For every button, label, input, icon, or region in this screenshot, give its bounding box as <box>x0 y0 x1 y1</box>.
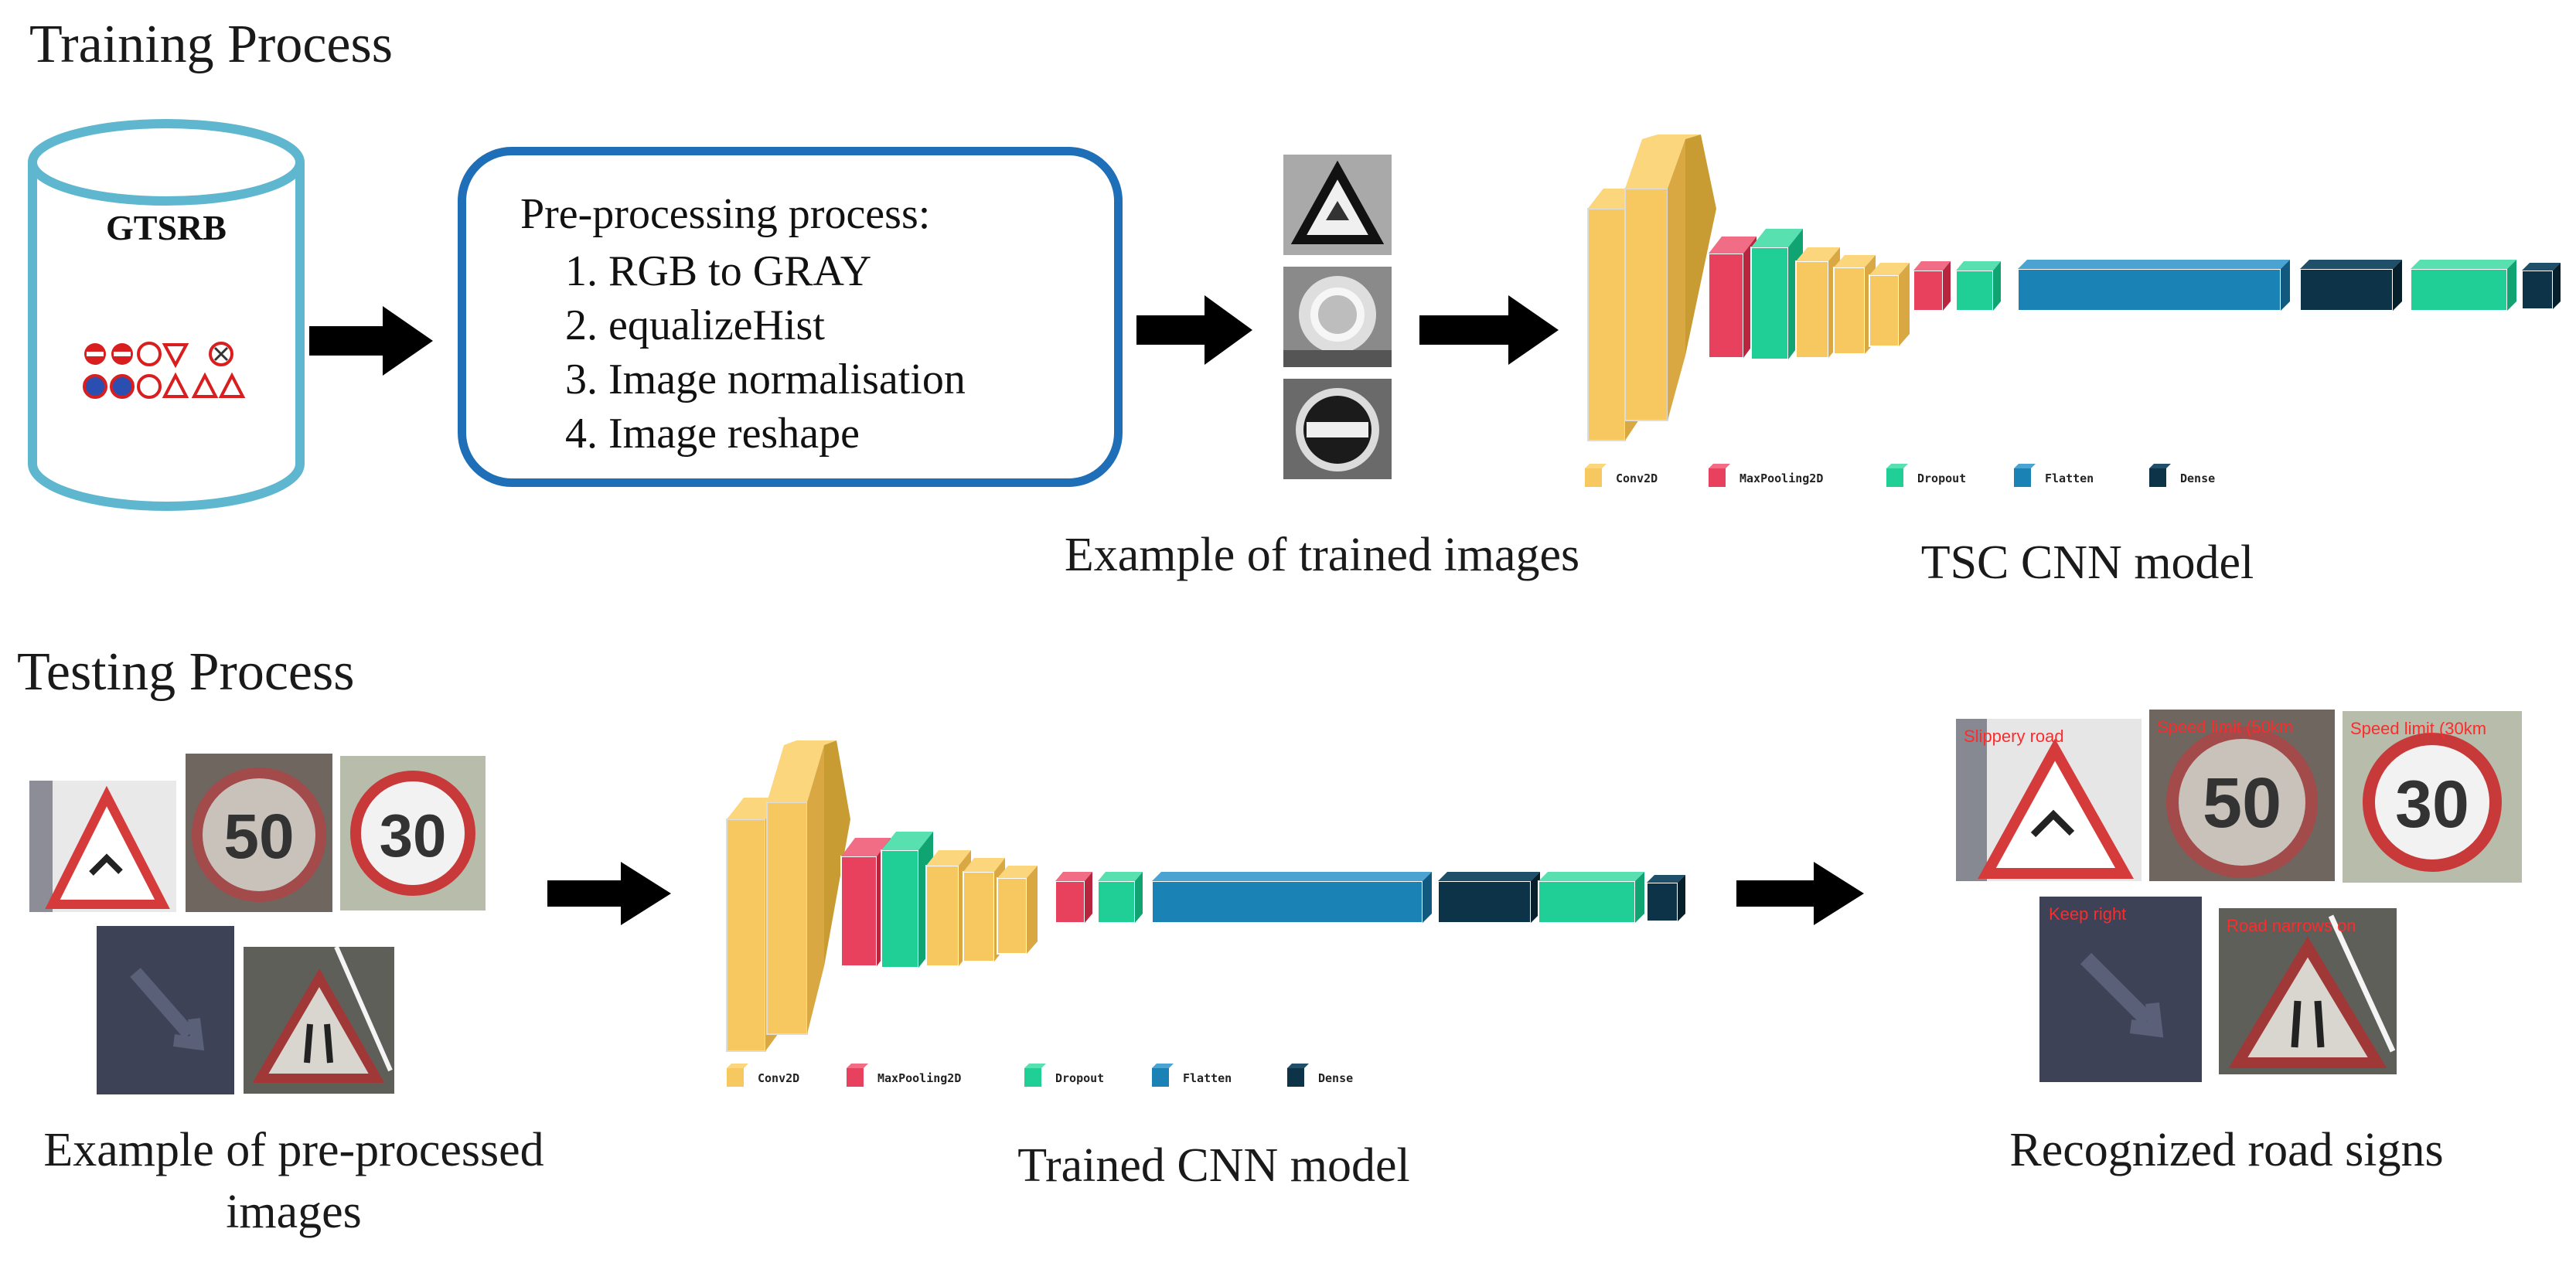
preprocessed-image-keep-right <box>97 926 234 1094</box>
right-arrow-icon <box>547 862 671 925</box>
preprocessed-images-caption: Example of pre-processed images <box>0 1121 588 1241</box>
preprocessing-box: Pre-processing process: 1. RGB to GRAY 2… <box>458 147 1123 487</box>
recognized-sign-road-narrows: Road narrows on <box>2219 908 2397 1074</box>
maxpooling-block <box>1055 872 1092 924</box>
svg-text:50: 50 <box>2203 764 2281 842</box>
preprocessed-image-slippery <box>29 781 176 912</box>
recognized-sign-slippery: Slippery road <box>1956 719 2142 881</box>
svg-text:Dense: Dense <box>1318 1071 1353 1085</box>
recognized-sign-speed-50: 50 Speed limit (50km <box>2149 710 2335 881</box>
preprocessed-image-speed-30: 30 <box>340 756 486 911</box>
cnn-architecture-icon: Conv2D MaxPooling2D Dropout Flatten Dens… <box>1585 134 2561 487</box>
maxpooling-block <box>1913 261 1951 311</box>
cnn-architecture-icon: Conv2D MaxPooling2D Dropout Flatten Dens… <box>726 740 1685 1087</box>
svg-text:Conv2D: Conv2D <box>1616 471 1658 485</box>
trained-image-3 <box>1283 379 1392 479</box>
right-arrow-icon <box>1419 295 1559 365</box>
conv2d-block <box>1624 139 1685 421</box>
right-arrow-icon <box>1736 862 1864 925</box>
testing-title: Testing Process <box>17 642 355 702</box>
conv2d-block <box>766 745 824 1035</box>
recognized-sign-keep-right: Keep right <box>2039 897 2202 1082</box>
tsc-model-caption: TSC CNN model <box>1920 536 2254 589</box>
conv2d-block <box>1869 263 1910 347</box>
svg-text:Keep right: Keep right <box>2049 904 2126 924</box>
maxpooling-block <box>1708 237 1757 359</box>
svg-text:50: 50 <box>223 802 294 872</box>
legend-item-conv2d: Conv2D <box>727 1064 799 1087</box>
svg-text:Flatten: Flatten <box>2045 471 2094 485</box>
svg-text:30: 30 <box>2395 768 2469 842</box>
model-legend: Conv2D MaxPooling2D Dropout Flatten Dens… <box>727 1064 1353 1087</box>
dropout-block <box>1538 872 1644 924</box>
conv2d-block <box>1642 134 1716 356</box>
dropout-block <box>1750 229 1803 360</box>
svg-text:Dropout: Dropout <box>1055 1071 1104 1085</box>
dataset-label: GTSRB <box>106 208 227 247</box>
conv2d-block <box>997 866 1038 955</box>
preprocessing-title: Pre-processing process: <box>520 190 931 238</box>
svg-text:Road narrows on: Road narrows on <box>2227 916 2356 935</box>
trained-image-1 <box>1283 155 1392 255</box>
svg-text:Conv2D: Conv2D <box>758 1071 799 1085</box>
svg-text:Speed limit (30km: Speed limit (30km <box>2350 719 2486 738</box>
svg-text:Dropout: Dropout <box>1917 471 1966 485</box>
legend-item-dense: Dense <box>2149 464 2215 487</box>
preprocessed-caption-line-1: Example of pre-processed <box>43 1124 544 1176</box>
recognized-sign-speed-30: 30 Speed limit (30km <box>2343 711 2522 883</box>
right-arrow-icon <box>1136 295 1252 365</box>
trained-model-caption: Trained CNN model <box>1017 1139 1410 1192</box>
trained-images-caption: Example of trained images <box>1064 529 1580 581</box>
dropout-block <box>1097 872 1143 924</box>
legend-item-dense: Dense <box>1287 1064 1353 1087</box>
svg-text:MaxPooling2D: MaxPooling2D <box>877 1071 961 1085</box>
svg-text:MaxPooling2D: MaxPooling2D <box>1739 471 1823 485</box>
preprocessed-image-speed-50: 50 <box>186 754 332 912</box>
flatten-block <box>2017 260 2290 311</box>
dense-block <box>1646 875 1685 922</box>
legend-item-dropout: Dropout <box>1024 1064 1104 1087</box>
preprocessed-caption-line-2: images <box>226 1186 362 1238</box>
legend-item-dropout: Dropout <box>1886 464 1966 487</box>
legend-item-maxpooling: MaxPooling2D <box>847 1064 961 1087</box>
dropout-block <box>881 832 933 968</box>
training-title: Training Process <box>29 15 393 74</box>
recognized-signs-caption: Recognized road signs <box>2009 1124 2444 1176</box>
svg-text:Flatten: Flatten <box>1183 1071 1232 1085</box>
legend-item-maxpooling: MaxPooling2D <box>1709 464 1823 487</box>
conv2d-block <box>784 740 850 966</box>
svg-text:Dense: Dense <box>2180 471 2215 485</box>
preprocessing-step-4: 4. Image reshape <box>565 410 860 458</box>
dropout-block <box>1955 261 2001 311</box>
svg-text:30: 30 <box>380 802 447 870</box>
dropout-block <box>2410 260 2516 311</box>
legend-item-conv2d: Conv2D <box>1585 464 1658 487</box>
dense-block <box>2299 260 2402 311</box>
svg-text:Speed limit (50km: Speed limit (50km <box>2157 717 2293 737</box>
preprocessing-step-1: 1. RGB to GRAY <box>565 247 872 295</box>
svg-text:Slippery road: Slippery road <box>1964 727 2064 746</box>
right-arrow-icon <box>309 306 433 376</box>
preprocessed-image-road-narrows <box>244 947 394 1094</box>
preprocessing-step-2: 2. equalizeHist <box>565 301 825 349</box>
trained-image-2 <box>1283 267 1392 367</box>
dense-block <box>1437 872 1540 924</box>
traffic-sign-icons <box>83 342 246 399</box>
preprocessing-step-3: 3. Image normalisation <box>565 356 966 403</box>
legend-item-flatten: Flatten <box>2014 464 2094 487</box>
legend-item-flatten: Flatten <box>1152 1064 1232 1087</box>
dense-block <box>2521 263 2561 310</box>
flatten-block <box>1151 872 1432 924</box>
dataset-cylinder-icon: GTSRB <box>28 119 305 511</box>
model-legend: Conv2D MaxPooling2D Dropout Flatten Dens… <box>1585 464 2215 487</box>
